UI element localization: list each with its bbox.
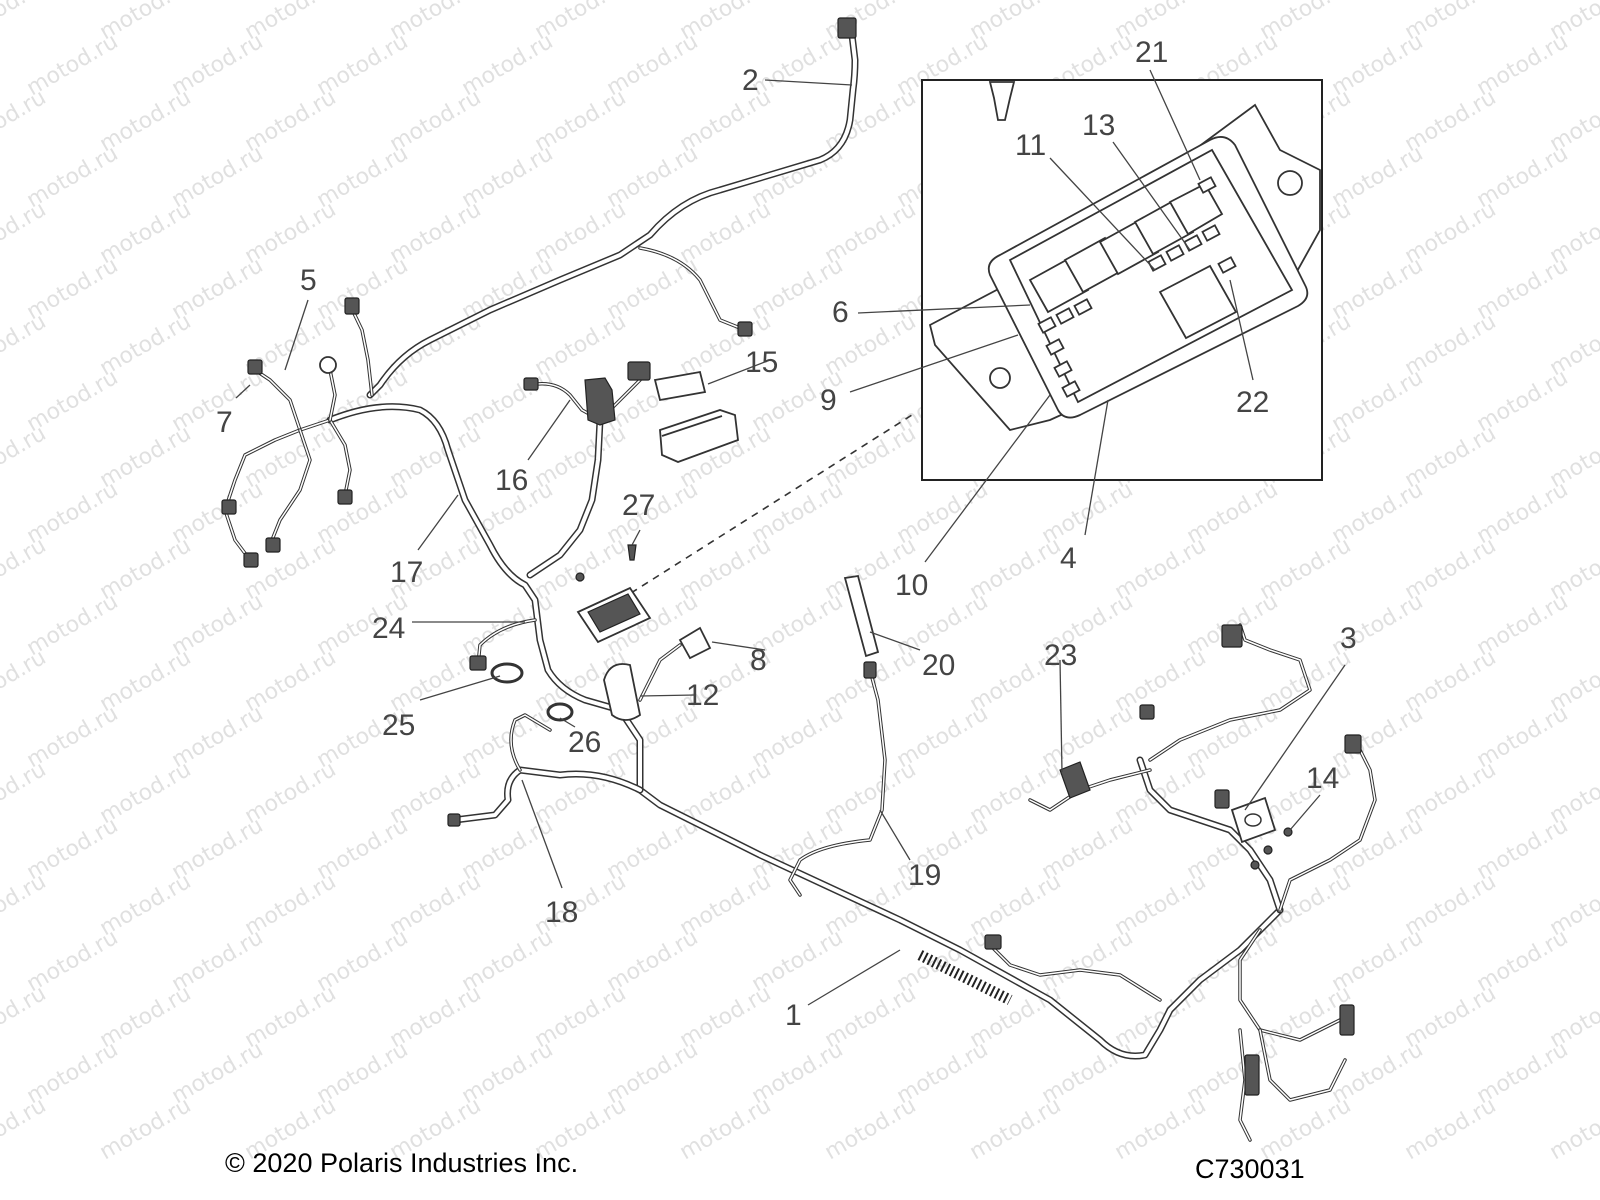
callout-8: 8 (750, 644, 767, 677)
watermark-text: motod.ru (0, 197, 50, 269)
watermark-text: motod.ru (0, 757, 50, 829)
callout-10: 10 (895, 569, 928, 602)
callout-17: 17 (390, 556, 423, 589)
callout-13: 13 (1082, 109, 1115, 142)
callout-27: 27 (622, 489, 655, 522)
callout-26: 26 (568, 726, 601, 759)
callout-2: 2 (742, 64, 759, 97)
callout-21: 21 (1135, 36, 1168, 69)
copyright-text: © 2020 Polaris Industries Inc. (225, 1148, 578, 1178)
watermark-text: motod.ru (966, 1093, 1066, 1165)
components (221, 17, 1362, 1096)
watermark-text: motod.ru (0, 869, 50, 941)
callout-23: 23 (1044, 639, 1077, 672)
diagram-code: C730031 (1195, 1154, 1305, 1184)
watermark-text: motod.ru (1401, 1093, 1501, 1165)
fuse-row (1037, 176, 1237, 398)
relay-group (1028, 182, 1238, 340)
watermark-text: motod.ru (0, 1093, 50, 1165)
watermark-text: motod.ru (96, 1093, 196, 1165)
callout-11: 11 (1015, 129, 1046, 162)
watermark-text: motod.ru (0, 0, 50, 45)
callout-7: 7 (216, 406, 233, 439)
watermark-text: motod.ru (821, 1093, 921, 1165)
callout-19: 19 (908, 859, 941, 892)
callout-24: 24 (372, 612, 405, 645)
callout-1: 1 (785, 999, 802, 1032)
callout-6: 6 (832, 296, 849, 329)
callout-15: 15 (745, 346, 778, 379)
callout-12: 12 (686, 679, 719, 712)
callout-14: 14 (1306, 762, 1339, 795)
watermark-text: motod.ru (1546, 1093, 1600, 1165)
leader-lines (235, 69, 1346, 1006)
watermark-text: motod.ru (0, 981, 50, 1053)
watermark-text: motod.ru (0, 421, 50, 493)
callout-4: 4 (1060, 542, 1077, 575)
callout-5: 5 (300, 264, 317, 297)
callout-18: 18 (545, 896, 578, 929)
watermark-text: motod.ru (0, 533, 50, 605)
projection-line (619, 414, 913, 601)
callout-3: 3 (1340, 622, 1357, 655)
watermark-text: motod.ru (0, 645, 50, 717)
callout-25: 25 (382, 709, 415, 742)
watermark-text: motod.ru (676, 1093, 776, 1165)
watermark-text: motod.ru (0, 85, 50, 157)
fuse-box-inset (921, 79, 1323, 481)
harness-wires (223, 31, 1377, 1142)
callout-9: 9 (820, 384, 837, 417)
callout-labels: 1 2 3 4 5 6 7 8 9 10 11 12 13 14 15 16 1… (216, 36, 1357, 1032)
watermark-text: motod.ru (0, 309, 50, 381)
callout-20: 20 (922, 649, 955, 682)
watermark-pattern: motod.ru motod.ru motod.ru motod.ru motod.ru… (0, 0, 1600, 1165)
callout-16: 16 (495, 464, 528, 497)
callout-22: 22 (1236, 386, 1269, 419)
